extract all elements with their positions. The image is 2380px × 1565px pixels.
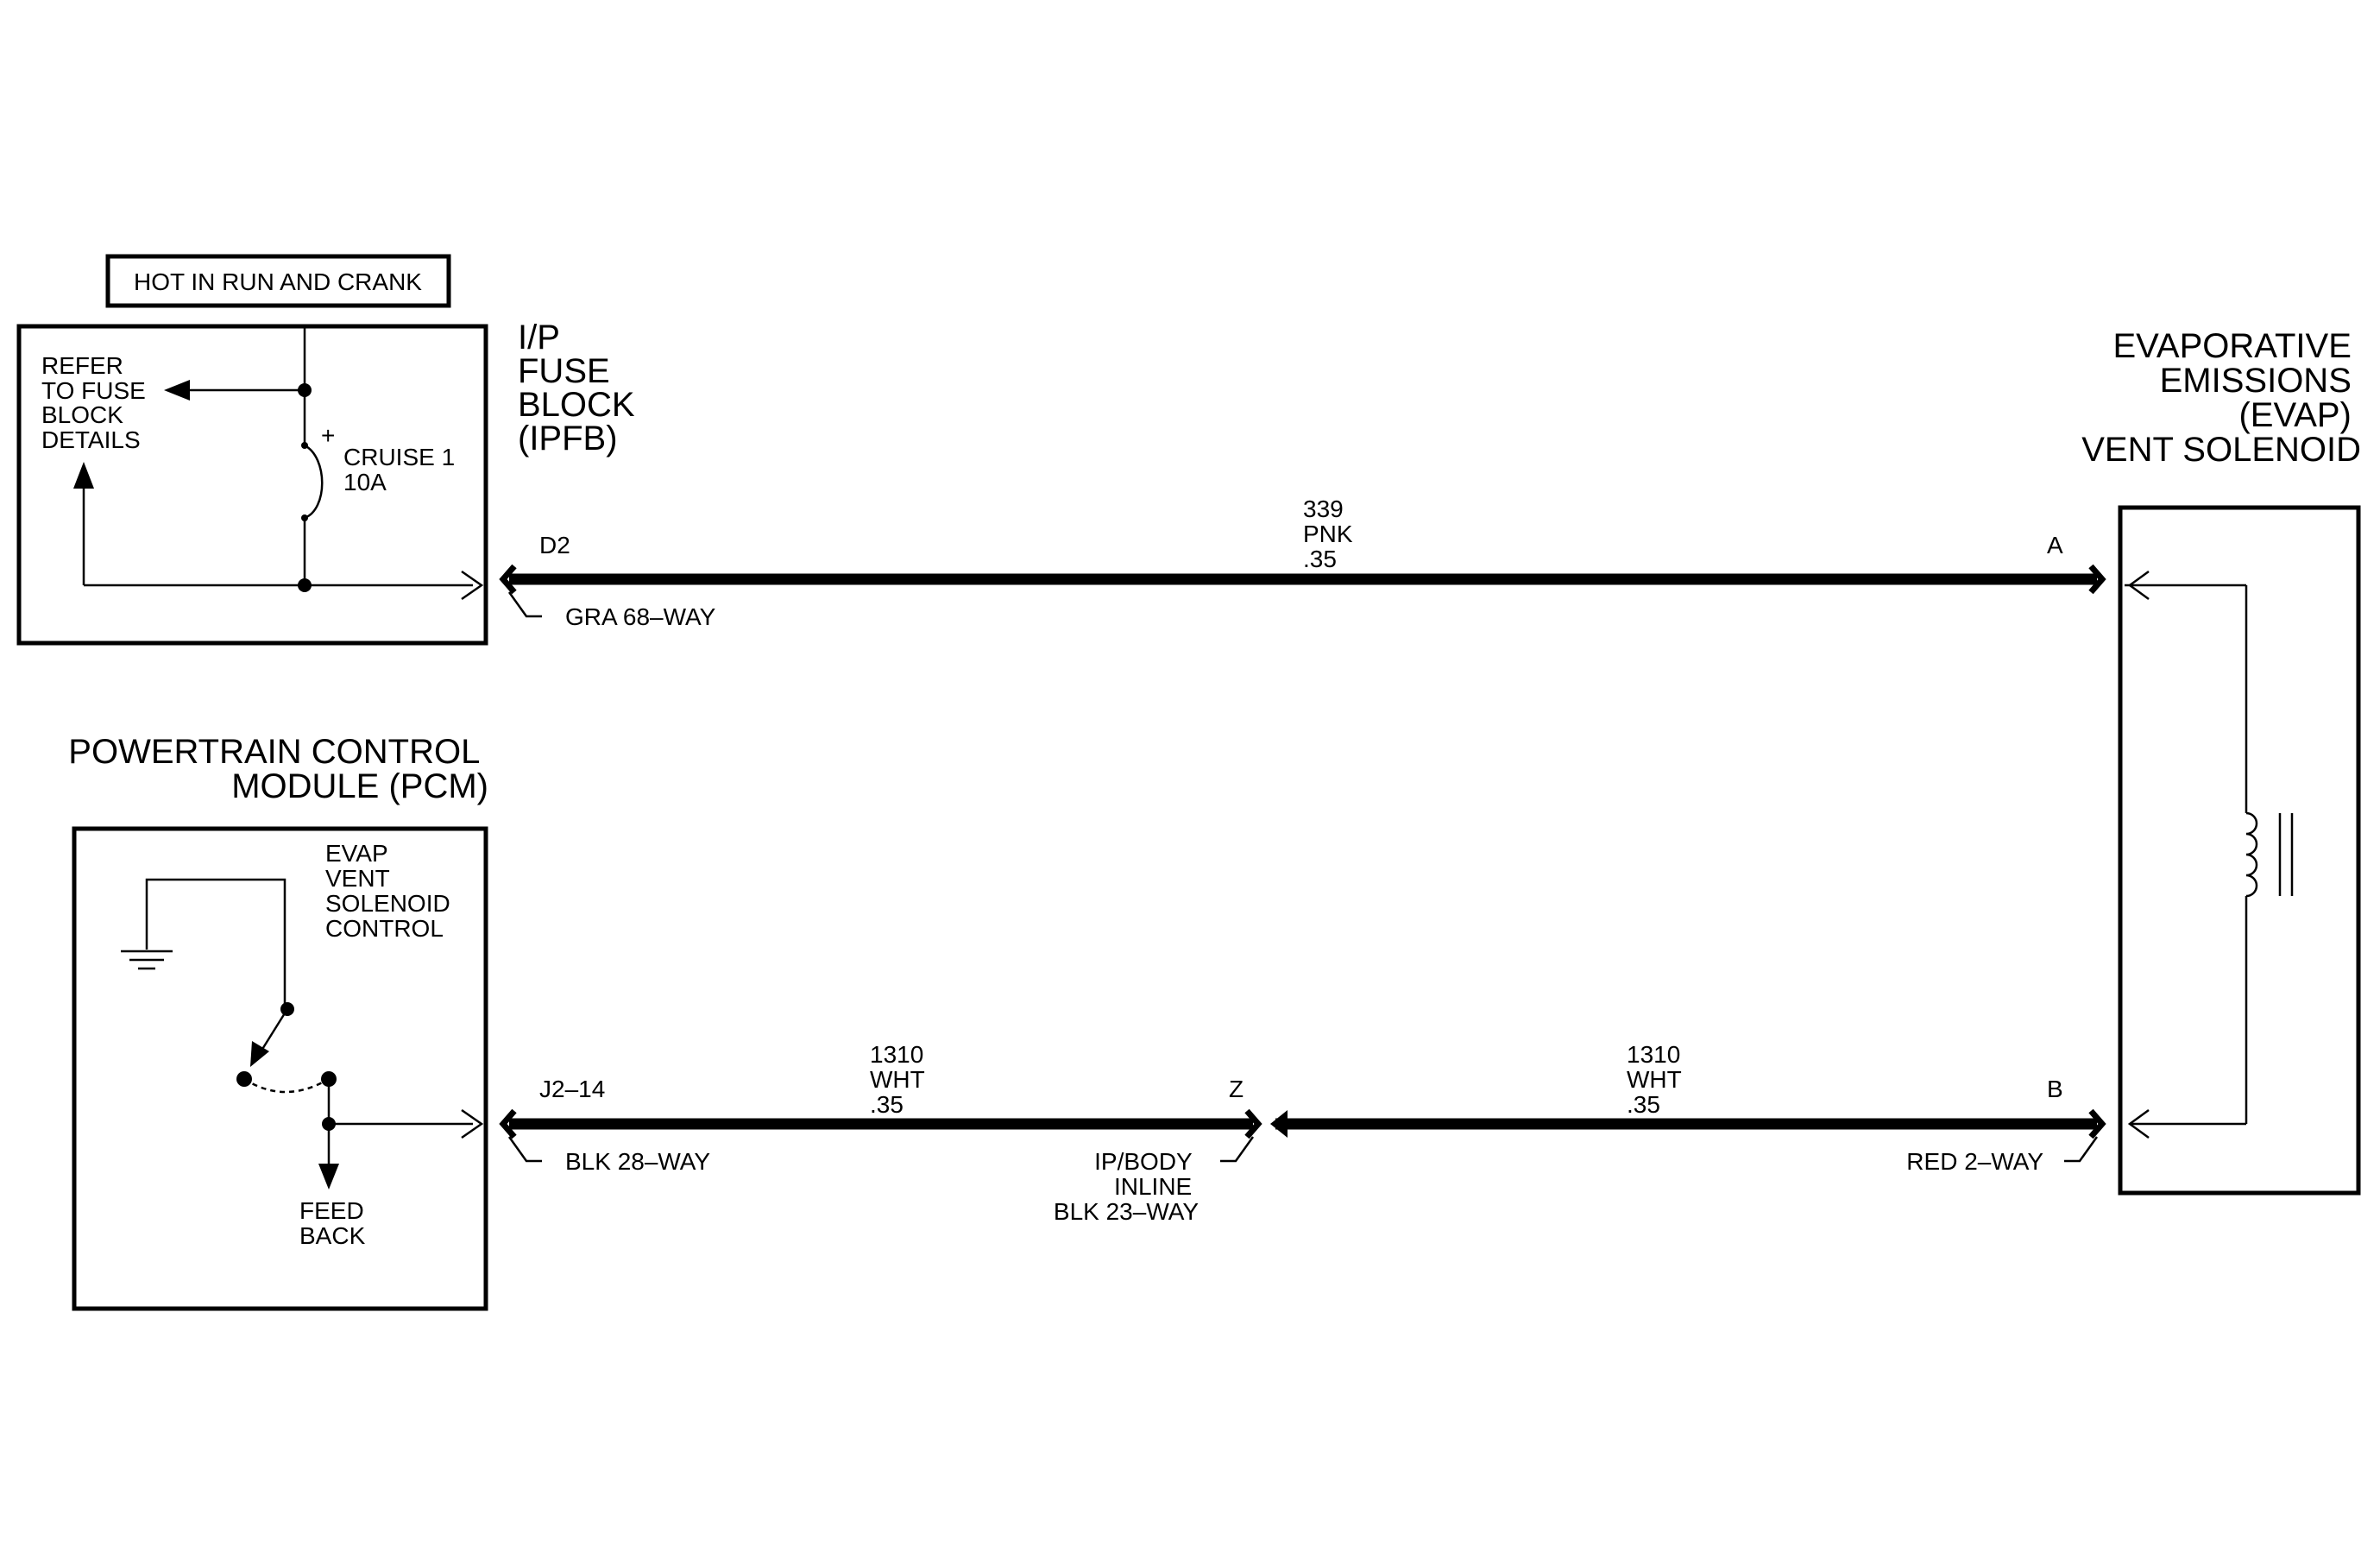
pcm-title: POWERTRAIN CONTROL MODULE (PCM) [68, 733, 488, 805]
connector-end-icon [499, 564, 517, 595]
connector-female-icon [1270, 1110, 1288, 1138]
evap-vent-control-label: EVAP VENT SOLENOID CONTROL [325, 840, 456, 942]
arrow-down-icon [318, 1164, 339, 1190]
evap-solenoid-title: EVAPORATIVE EMISSIONS (EVAP) VENT SOLENO… [2081, 327, 2361, 469]
connector-end-icon [1244, 1108, 1262, 1139]
arrow-up-icon [73, 462, 94, 489]
wire-1310-left: J2–14 Z BLK 28–WAY IP/BODY INLINE BLK 23… [499, 1041, 1262, 1225]
circuit-1310-right-label: 1310 WHT .35 [1627, 1041, 1688, 1118]
arrow-left-icon [164, 380, 190, 401]
feedback-label: FEED BACK [299, 1197, 370, 1249]
fuse-block-title: I/P FUSE BLOCK (IPFB) [518, 319, 645, 458]
pin-d2-label: D2 [539, 532, 570, 558]
refer-to-fuse-block-label: REFER TO FUSE BLOCK DETAILS [41, 352, 153, 453]
connector-end-icon [2088, 1108, 2106, 1139]
fuse-rating-label: CRUISE 1 10A [343, 444, 462, 495]
fuse-icon [301, 442, 324, 521]
gra-68-way-label: GRA 68–WAY [565, 603, 716, 630]
terminal-arrow-icon [2127, 1108, 2150, 1139]
circuit-1310-left-label: 1310 WHT .35 [870, 1041, 931, 1118]
switch-icon [236, 1002, 337, 1131]
pin-j2-14-label: J2–14 [539, 1076, 605, 1102]
wire-339-pnk: D2 A GRA 68–WAY 339 PNK .35 [499, 495, 2106, 630]
red-2-way-label: RED 2–WAY [1906, 1148, 2043, 1175]
pcm-box: EVAP VENT SOLENOID CONTROL FE [72, 826, 488, 1311]
terminal-arrow-icon [2127, 570, 2150, 601]
pin-a-label: A [2047, 532, 2063, 558]
hot-in-run-and-crank-box: HOT IN RUN AND CRANK [105, 254, 451, 308]
solenoid-coil-icon [2245, 811, 2258, 898]
terminal-arrow-icon [461, 570, 484, 601]
terminal-arrow-icon [461, 1108, 484, 1139]
fuse-plus-mark: + [321, 422, 335, 449]
pin-z-label: Z [1229, 1076, 1244, 1102]
fuse-block: + REFER TO FUSE BLOCK DETAILS CRUISE 1 1… [16, 324, 488, 646]
evap-solenoid-box [2118, 505, 2361, 1196]
blk-28-way-label: BLK 28–WAY [565, 1148, 710, 1175]
circuit-339-label: 339 PNK .35 [1303, 495, 1359, 572]
pin-b-label: B [2047, 1076, 2063, 1102]
wire-1310-right: B RED 2–WAY 1310 WHT .35 [1270, 1041, 2106, 1175]
ip-body-inline-label: IP/BODY INLINE BLK 23–WAY [1054, 1148, 1199, 1225]
hot-in-run-label: HOT IN RUN AND CRANK [134, 268, 422, 295]
connector-end-icon [2088, 564, 2106, 595]
ground-icon [121, 878, 286, 1009]
connector-end-icon [499, 1108, 517, 1139]
